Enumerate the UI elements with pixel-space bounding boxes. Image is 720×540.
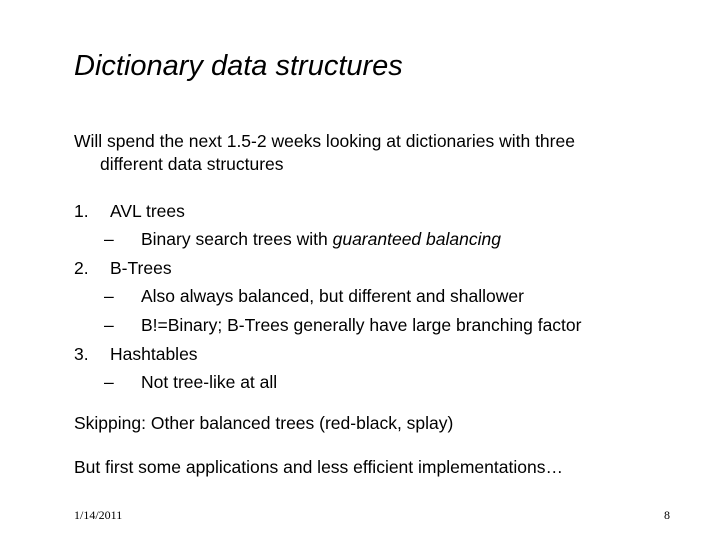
sub-item-emphasis: guaranteed balancing [332, 229, 501, 249]
dash-bullet: – [104, 372, 114, 392]
slide-title: Dictionary data structures [74, 50, 403, 82]
intro-paragraph: Will spend the next 1.5-2 weeks looking … [74, 130, 575, 176]
sub-item-text: Also always balanced, but different and … [141, 286, 524, 306]
list-number: 1. [74, 201, 89, 221]
list-item-btrees: 2. B-Trees [74, 254, 581, 282]
dash-bullet: – [104, 315, 114, 335]
skipping-note: Skipping: Other balanced trees (red-blac… [74, 413, 454, 433]
sub-item-text: Not tree-like at all [141, 372, 278, 392]
list-item-hashtables: 3. Hashtables [74, 340, 581, 368]
sub-item-text: B!=Binary; B-Trees generally have large … [141, 315, 582, 335]
sub-item-text: Binary search trees with [141, 229, 333, 249]
but-first-note: But first some applications and less eff… [74, 457, 563, 477]
sub-item-btrees-balanced: – Also always balanced, but different and… [74, 282, 581, 311]
sub-item-avl-balancing: – Binary search trees with guaranteed bal… [74, 225, 581, 254]
dash-bullet: – [104, 229, 114, 249]
list-item-label: B-Trees [110, 258, 172, 278]
list-item-avl: 1. AVL trees [74, 197, 581, 225]
intro-line-1: Will spend the next 1.5-2 weeks looking … [74, 131, 575, 151]
page-number: 8 [664, 508, 670, 522]
list-item-label: Hashtables [110, 344, 198, 364]
data-structure-list: 1. AVL trees – Binary search trees with gu… [74, 197, 581, 397]
list-number: 2. [74, 258, 89, 278]
list-number: 3. [74, 344, 89, 364]
list-item-label: AVL trees [110, 201, 185, 221]
sub-item-hashtables-not-tree: – Not tree-like at all [74, 368, 581, 397]
dash-bullet: – [104, 286, 114, 306]
intro-line-2: different data structures [100, 154, 284, 174]
footer-date: 1/14/2011 [74, 508, 123, 522]
sub-item-btrees-branching: – B!=Binary; B-Trees generally have large… [74, 311, 581, 340]
